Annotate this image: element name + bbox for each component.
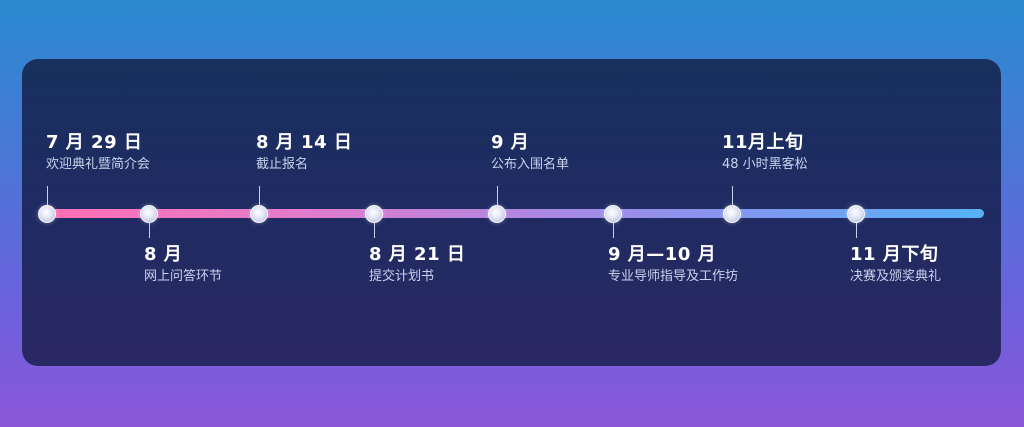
event-description: 专业导师指导及工作坊 [608,269,739,284]
timeline-stem [374,218,375,238]
timeline-event: 9 月 公布入围名单 [491,132,569,174]
event-description: 截止报名 [256,157,309,172]
timeline-stem [613,218,614,238]
event-date: 8 月 14 日 [256,132,353,153]
event-description: 公布入围名单 [491,157,570,172]
timeline-event: 9 月—10 月 专业导师指导及工作坊 [608,244,738,286]
timeline-event: 8 月 21 日 提交计划书 [369,244,465,286]
timeline-event: 7 月 29 日 欢迎典礼暨简介会 [46,132,150,174]
event-description: 决赛及颁奖典礼 [850,269,942,284]
timeline-track [46,209,984,218]
timeline-node [365,205,383,223]
timeline-node [723,205,741,223]
event-description: 网上问答环节 [144,269,223,284]
event-date: 9 月—10 月 [608,244,717,265]
timeline-event: 8 月 网上问答环节 [144,244,222,286]
timeline-stem [149,218,150,238]
timeline-event: 11月上旬 48 小时黑客松 [722,132,808,174]
timeline-stem [259,186,260,209]
timeline-node [604,205,622,223]
event-date: 7 月 29 日 [46,132,143,153]
timeline-node [38,205,56,223]
event-date: 8 月 [144,244,183,265]
event-description: 提交计划书 [369,269,435,284]
event-date: 11 月下旬 [850,244,939,265]
timeline-event: 11 月下旬 决赛及颁奖典礼 [850,244,941,286]
timeline-node [488,205,506,223]
event-date: 11月上旬 [722,132,804,153]
timeline-stem [732,186,733,209]
event-date: 9 月 [491,132,530,153]
timeline-stem [47,186,48,209]
timeline-node [847,205,865,223]
timeline-node [140,205,158,223]
event-date: 8 月 21 日 [369,244,466,265]
timeline-event: 8 月 14 日 截止报名 [256,132,352,174]
timeline-node [250,205,268,223]
timeline-stem [856,218,857,238]
event-description: 48 小时黑客松 [722,157,808,172]
timeline-stem [497,186,498,209]
event-description: 欢迎典礼暨简介会 [46,157,151,172]
